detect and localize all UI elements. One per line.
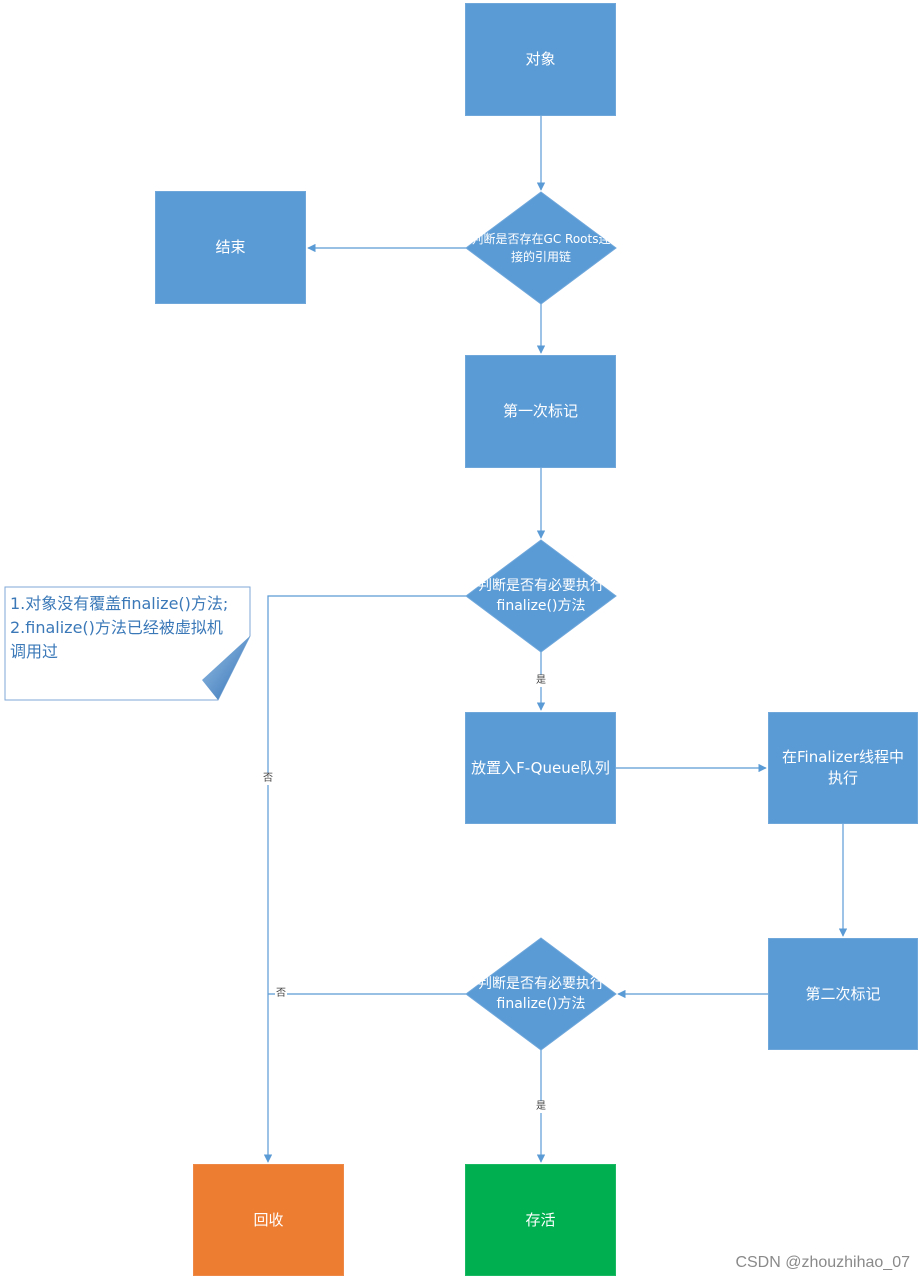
edge-label-no-1: 否 [262,773,274,785]
survive-label: 存活 [525,1210,556,1229]
edge-label-yes-2: 是 [535,1101,547,1113]
finalize-check-2-label: 判断是否有必要执行finalize()方法 [478,976,604,1012]
gc-roots-check-label: 判断是否存在GC Roots连接的引用链 [471,232,611,264]
first-mark-label: 第一次标记 [502,402,578,420]
reclaim-box: 回收 [193,1164,344,1276]
f-queue-label: 放置入F-Queue队列 [471,758,610,777]
edge-label-no-2: 否 [275,988,287,1000]
f-queue-box: 放置入F-Queue队列 [465,712,616,824]
finalizer-thread-box: 在Finalizer线程中执行 [768,712,918,824]
note-text: 1.对象没有覆盖finalize()方法; 2.finalize()方法已经被虚… [10,592,250,664]
watermark: CSDN @zhouzhihao_07 [735,1254,910,1271]
note-line-2: 2.finalize()方法已经被虚拟机 [10,618,223,637]
object-label: 对象 [525,50,556,68]
second-mark-label: 第二次标记 [805,984,881,1003]
object-box: 对象 [465,3,616,116]
end-label: 结束 [215,238,246,256]
note-line-1: 1.对象没有覆盖finalize()方法; [10,594,229,613]
first-mark-box: 第一次标记 [465,355,616,468]
edge-label-yes-1: 是 [535,675,547,687]
end-box: 结束 [155,191,306,304]
survive-box: 存活 [465,1164,616,1276]
note-fold-icon [202,636,250,700]
note-line-3: 调用过 [10,642,59,661]
second-mark-box: 第二次标记 [768,938,918,1050]
finalize-check-1-label: 判断是否有必要执行finalize()方法 [478,578,604,614]
edge-check-1-no-to-reclaim [263,595,466,1163]
reclaim-label: 回收 [253,1210,284,1229]
finalizer-thread-label: 在Finalizer线程中执行 [781,748,904,787]
